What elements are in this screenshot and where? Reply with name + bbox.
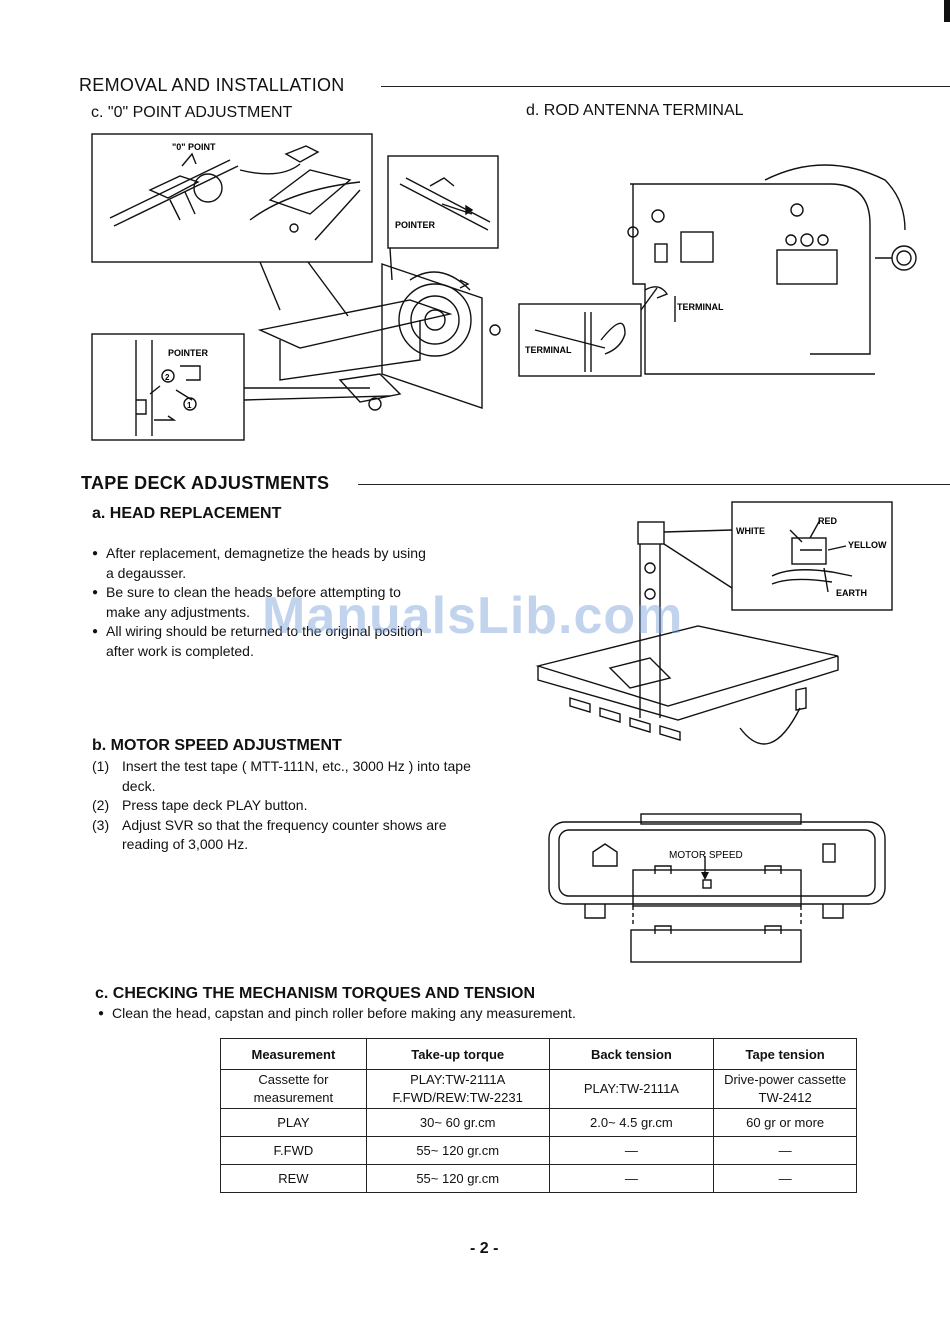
pointer-top-inset-frame (387, 155, 499, 249)
motor-step-3: (3)Adjust SVR so that the frequency coun… (92, 816, 447, 853)
table-cell: REW (220, 1164, 367, 1193)
zero-point-inset-frame (91, 133, 373, 263)
removal-section-title: REMOVAL AND INSTALLATION (79, 75, 345, 95)
rod-antenna-figure: TERMINAL TERMINAL (518, 164, 917, 377)
wire-white-label: WHITE (736, 526, 765, 536)
table-row: F.FWD 55~ 120 gr.cm — — (220, 1136, 857, 1165)
pointer-label-bottom: POINTER (168, 348, 209, 358)
motor-step-1: (1)Insert the test tape ( MTT-111N, etc.… (92, 758, 471, 794)
header-tape-tension: Tape tension (713, 1038, 857, 1070)
page-corner-mark (944, 0, 950, 22)
table-cell: 55~ 120 gr.cm (365, 1164, 550, 1193)
pointer-label-top: POINTER (395, 220, 436, 230)
head-bullet-2: Be sure to clean the heads before attemp… (86, 583, 426, 622)
motor-step-2: (2)Press tape deck PLAY button. (92, 797, 308, 813)
table-header-row: Measurement Take-up torque Back tension … (220, 1038, 857, 1070)
removal-title-rule (381, 86, 950, 87)
cell-cassette-back: PLAY:TW-2111A (548, 1069, 715, 1109)
zero-point-figure: "0" POINT POINTER POINTER 2 1 (91, 133, 501, 441)
torque-check-list: Clean the head, capstan and pinch roller… (92, 1004, 712, 1024)
table-cell: 2.0~ 4.5 gr.cm (548, 1108, 715, 1137)
wire-red-label: RED (818, 516, 838, 526)
head-bullet-1: After replacement, demagnetize the heads… (86, 544, 426, 583)
terminal-label-inset: TERMINAL (525, 345, 572, 355)
wire-earth-label: EARTH (836, 588, 867, 598)
motor-speed-steps: (1)Insert the test tape ( MTT-111N, etc.… (92, 757, 482, 855)
header-measurement: Measurement (220, 1038, 367, 1070)
zero-point-label: "0" POINT (172, 142, 216, 152)
table-cell: — (548, 1164, 715, 1193)
head-replacement-list: After replacement, demagnetize the heads… (86, 544, 426, 661)
wire-yellow-label: YELLOW (848, 540, 887, 550)
step-2-marker: 2 (165, 373, 170, 382)
table-cell: 55~ 120 gr.cm (365, 1136, 550, 1165)
head-replacement-title: a. HEAD REPLACEMENT (92, 505, 282, 522)
header-take-up-torque: Take-up torque (365, 1038, 550, 1070)
step-1-marker: 1 (187, 401, 192, 410)
zero-point-title: c. "0" POINT ADJUSTMENT (91, 104, 293, 121)
table-cell: — (713, 1136, 857, 1165)
page-number: - 2 - (470, 1240, 499, 1257)
table-cell: 30~ 60 gr.cm (365, 1108, 550, 1137)
motor-speed-title: b. MOTOR SPEED ADJUSTMENT (92, 737, 342, 754)
tape-deck-title-rule (358, 484, 950, 485)
table-cell: — (548, 1136, 715, 1165)
terminal-inset-frame (518, 303, 642, 377)
torque-check-title: c. CHECKING THE MECHANISM TORQUES AND TE… (95, 985, 536, 1002)
table-row: PLAY 30~ 60 gr.cm 2.0~ 4.5 gr.cm 60 gr o… (220, 1108, 857, 1137)
table-cell: 60 gr or more (713, 1108, 857, 1137)
terminal-label-main: TERMINAL (677, 302, 724, 312)
motor-speed-label: MOTOR SPEED (669, 850, 743, 861)
watermark: ManualsLib.com (262, 587, 684, 645)
table-cell: PLAY (220, 1108, 367, 1137)
head-bullet-3: All wiring should be returned to the ori… (86, 622, 426, 661)
head-replacement-figure: RED WHITE YELLOW EARTH (535, 501, 893, 745)
motor-speed-figure: MOTOR SPEED (548, 813, 886, 963)
torque-tension-table: Measurement Take-up torque Back tension … (220, 1038, 857, 1193)
tape-deck-section-title: TAPE DECK ADJUSTMENTS (81, 473, 330, 493)
header-back-tension: Back tension (548, 1038, 715, 1070)
head-wiring-inset-frame (731, 501, 893, 611)
table-row: REW 55~ 120 gr.cm — — (220, 1164, 857, 1193)
table-cell: — (713, 1164, 857, 1193)
torque-bullet-1: Clean the head, capstan and pinch roller… (92, 1004, 712, 1024)
pointer-bottom-inset-frame (91, 333, 245, 441)
table-cell: F.FWD (220, 1136, 367, 1165)
rod-antenna-title: d. ROD ANTENNA TERMINAL (526, 102, 744, 119)
